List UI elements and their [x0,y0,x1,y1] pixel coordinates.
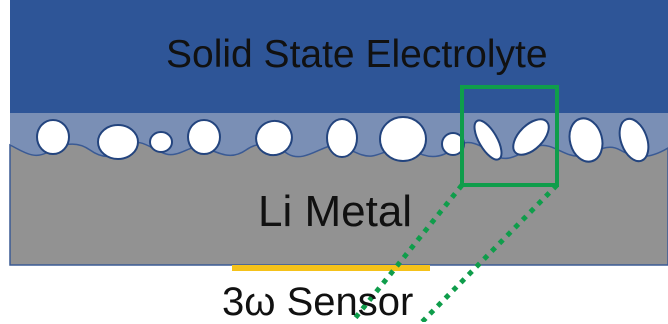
zoom-line-left [350,183,464,322]
void [379,116,427,162]
void [255,119,293,157]
li-metal-label: Li Metal [258,187,413,236]
sensor-strip [232,265,430,271]
electrolyte-label: Solid State Electrolyte [166,33,548,76]
void [568,117,604,163]
void [187,119,221,155]
void [97,124,139,160]
void [36,119,70,155]
sensor-label: 3ω Sensor [222,280,414,324]
void [473,119,503,161]
void [618,117,650,163]
interface-voids [36,116,650,163]
void [149,131,173,153]
void [326,118,358,158]
zoom-box [460,85,559,187]
void [512,118,550,156]
